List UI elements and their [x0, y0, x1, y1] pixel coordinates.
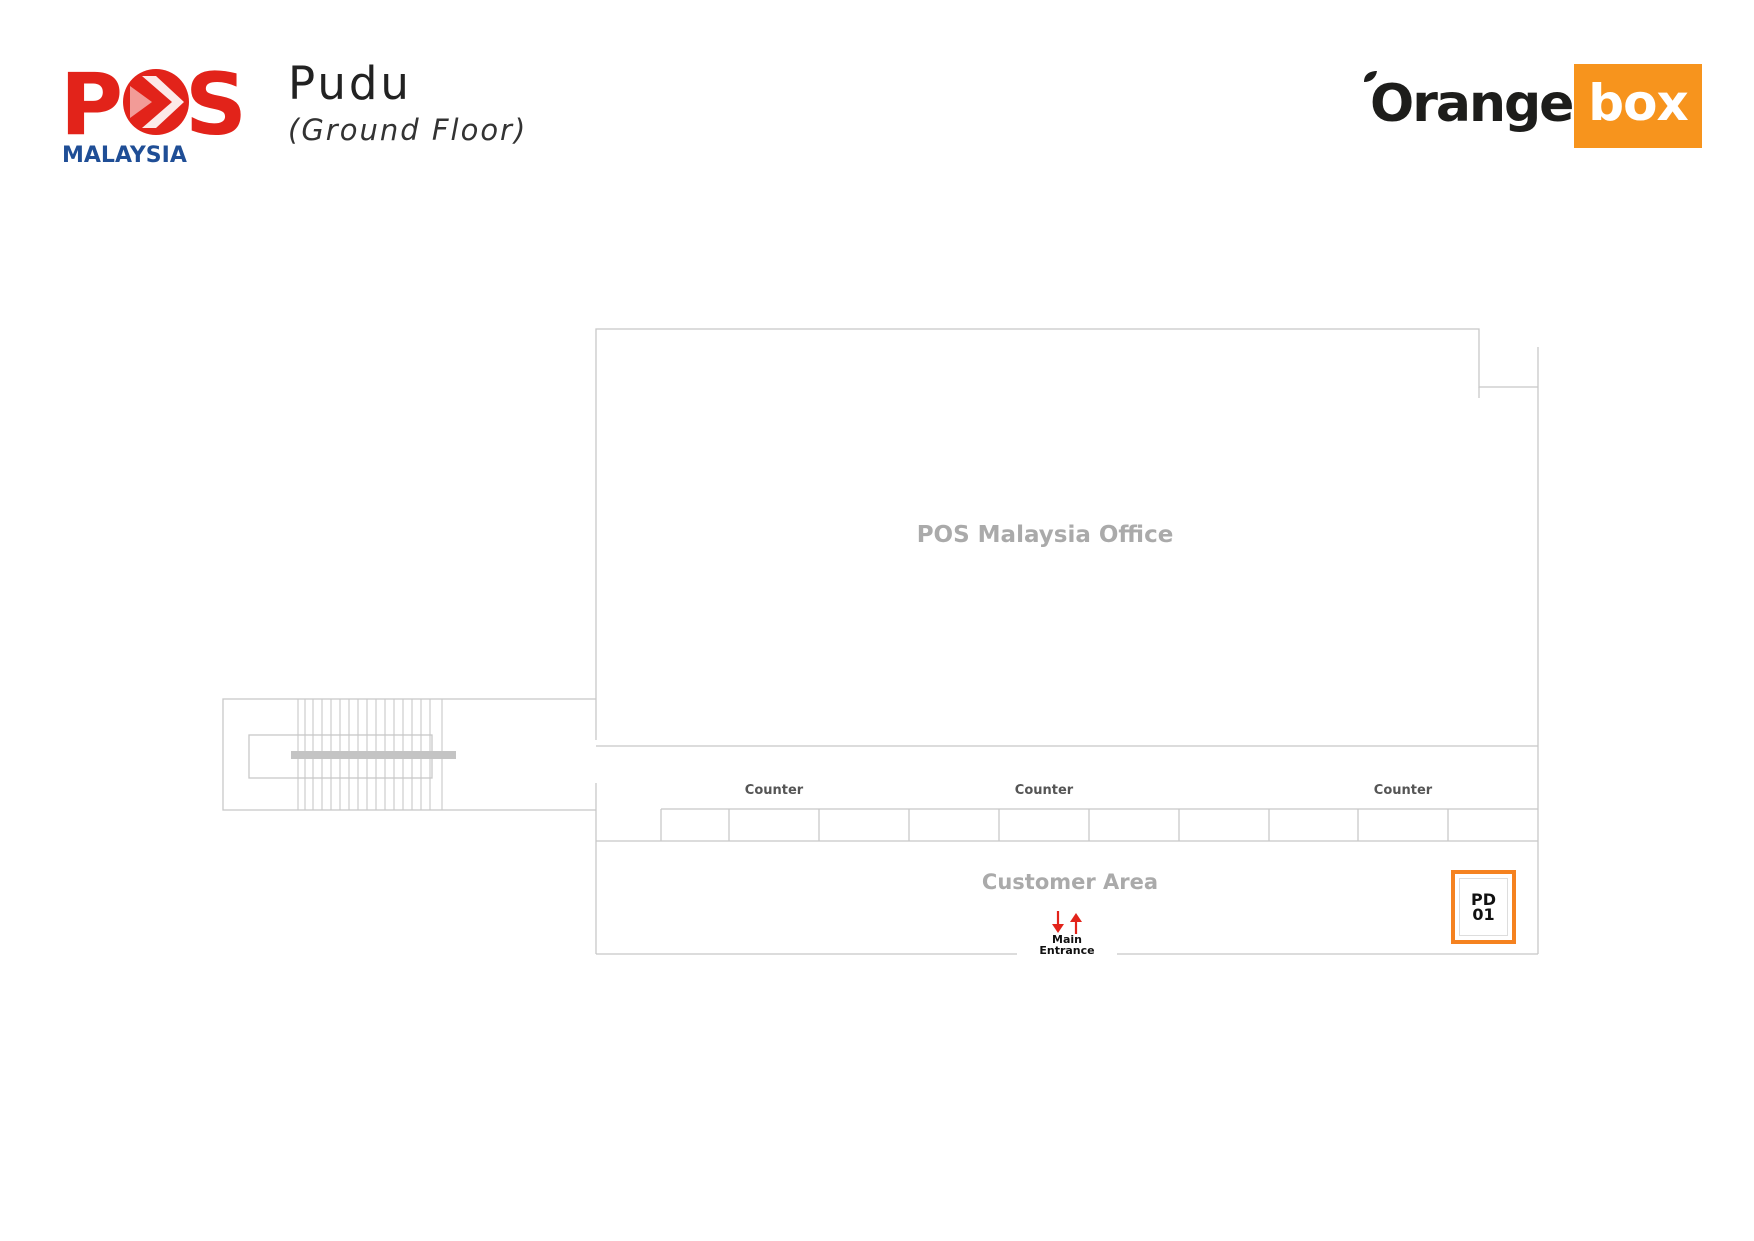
pos-logo-p: P [60, 56, 123, 155]
counter-label-3: Counter [1373, 783, 1433, 798]
pos-malaysia-logo: P S MALAYSIA [60, 56, 250, 168]
office-label: POS Malaysia Office [916, 522, 1174, 548]
locker-code-line-1: PD [1470, 890, 1496, 909]
orangebox-logo: Orange box [1362, 60, 1704, 148]
stair-handrail [291, 751, 456, 759]
page-title: Pudu [288, 57, 412, 110]
customer-area-label: Customer Area [981, 870, 1159, 894]
title-block: Pudu (Ground Floor) [288, 58, 527, 148]
office-wall-top [595, 328, 1538, 740]
orangebox-logo-word: Orange [1370, 74, 1574, 134]
entrance-line-1: Main [1052, 933, 1082, 946]
counter-label-1: Counter [744, 783, 804, 798]
pos-logo-malaysia: MALAYSIA [62, 143, 187, 168]
locker-inner: PD 01 [1459, 878, 1508, 936]
orangebox-logo-box-word: box [1588, 74, 1688, 132]
locker-code-line-2: 01 [1472, 905, 1495, 924]
pos-logo-s: S [185, 56, 247, 155]
locker-pd01[interactable]: PD 01 [1451, 870, 1516, 944]
pos-logo-o [123, 69, 189, 135]
main-entrance-label: Main Entrance [1017, 934, 1117, 956]
stair-annex [222, 698, 596, 811]
counter-label-2: Counter [1014, 783, 1074, 798]
entrance-arrows-icon [1052, 911, 1082, 935]
floor-subtitle: (Ground Floor) [288, 113, 528, 147]
leaf-icon [1364, 71, 1377, 82]
orangebox-logo-box: box [1574, 64, 1702, 148]
entrance-line-2: Entrance [1039, 944, 1095, 957]
